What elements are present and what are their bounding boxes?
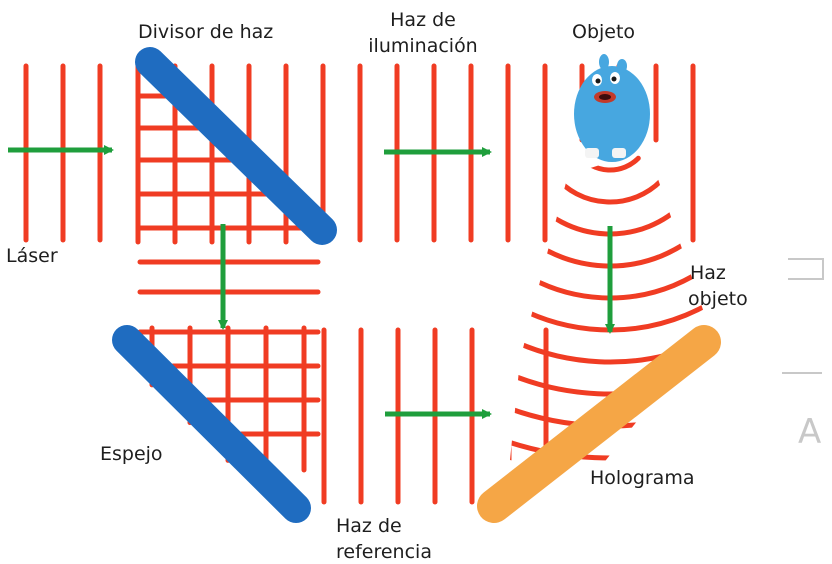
beam-splitter-label: Divisor de haz (138, 21, 274, 43)
illumination-beam-label-line1: Haz de (390, 9, 456, 31)
object-wave-arc (552, 173, 664, 205)
watermark-bar-top (788, 258, 824, 280)
object-wave-arc (510, 336, 710, 461)
mirror-label: Espejo (100, 443, 163, 465)
object-beam-label-line2: objeto (688, 288, 748, 310)
illumination-beam-label-line2: iluminación (368, 35, 478, 57)
reflected-beam-wavefronts (137, 259, 321, 295)
object-wave-arc (510, 254, 710, 333)
green-arrows (8, 145, 615, 419)
hologram-plate (477, 325, 721, 523)
laser-label: Láser (6, 245, 58, 267)
blue-monster-toy-icon (574, 54, 650, 162)
watermark-bar-mid (782, 372, 822, 374)
mirror (112, 325, 311, 523)
hologram-label: Holograma (590, 467, 695, 489)
watermark-letter: A (798, 412, 822, 452)
object-wave-arc (510, 295, 710, 397)
object-beam-label-line1: Haz (690, 262, 726, 284)
object-wave-arc (510, 275, 710, 365)
object-label: Objeto (572, 21, 636, 43)
beam-splitter (135, 47, 337, 245)
reference-beam-label-line1: Haz de (336, 515, 402, 537)
reference-beam-label-line2: referencia (336, 541, 432, 563)
laser-wavefronts (23, 63, 103, 243)
object-wave-arc (510, 214, 709, 269)
